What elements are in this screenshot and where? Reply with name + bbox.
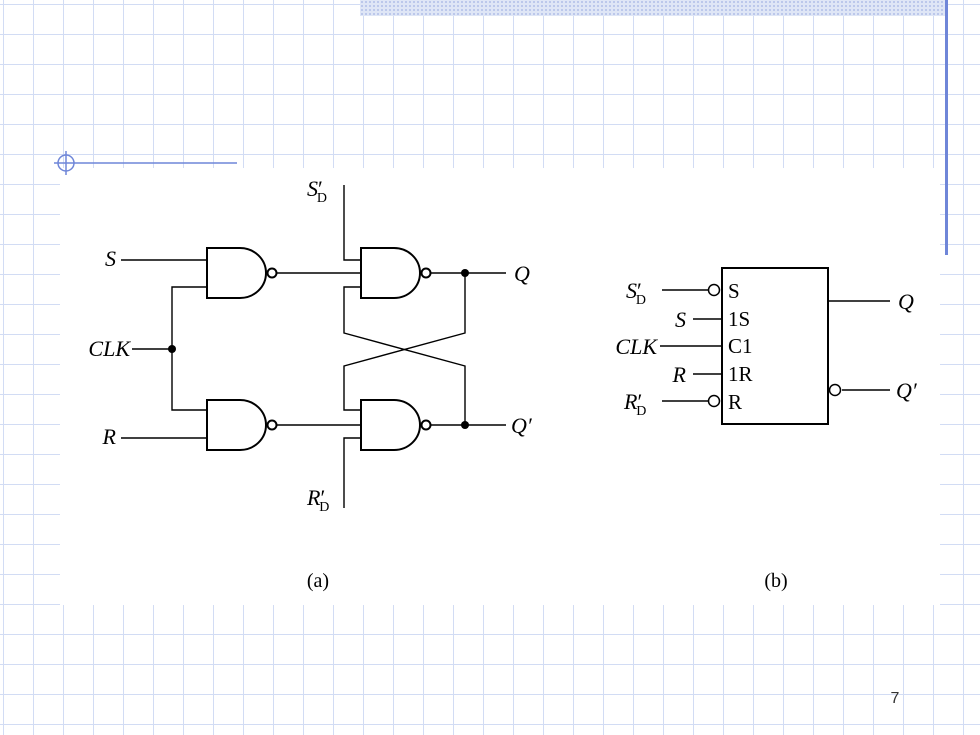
- b-label-s: S: [675, 307, 686, 332]
- label-s: S: [105, 246, 116, 271]
- preset-sub: D: [317, 191, 327, 206]
- nand-gate-g3: [360, 247, 421, 299]
- b-preset-prime: ′: [637, 278, 642, 303]
- b-label-preset: S′D: [626, 278, 646, 308]
- junction-dots: [168, 269, 469, 429]
- wires-a: [121, 185, 506, 508]
- nand-gate-g4: [360, 399, 421, 451]
- caption-a: (a): [307, 570, 329, 592]
- nand-gate-g1: [206, 247, 267, 299]
- preset-prime: ′: [318, 176, 323, 201]
- label-preset: S′D: [307, 176, 327, 206]
- pin-bubbles: [707, 283, 842, 408]
- label-clear: R′D: [306, 485, 329, 515]
- b-clear-prime: ′: [637, 389, 642, 414]
- pin-label-1s: 1S: [728, 307, 750, 331]
- b-label-clk: CLK: [615, 334, 658, 359]
- label-q-bar: Q′: [511, 413, 533, 438]
- b-label-q: Q: [898, 289, 914, 314]
- bullet-marker: [54, 151, 237, 175]
- clear-sub: D: [319, 500, 329, 515]
- pin-label-c1: C1: [728, 334, 753, 358]
- bubble-g4: [420, 419, 432, 431]
- clear-prime: ′: [320, 485, 325, 510]
- title-band: [360, 0, 945, 16]
- b-clear-base: R: [623, 389, 638, 414]
- b-preset-base: S: [626, 278, 637, 303]
- bubble-g2: [266, 419, 278, 431]
- figure-panel: [60, 168, 940, 605]
- b-preset-sub: D: [636, 293, 646, 308]
- nand-gate-g2: [206, 399, 267, 451]
- clear-base: R: [306, 485, 321, 510]
- caption-b: (b): [764, 570, 787, 592]
- preset-base: S: [307, 176, 318, 201]
- label-clk: CLK: [88, 336, 131, 361]
- bubble-g3: [420, 267, 432, 279]
- pin-label-1r: 1R: [728, 362, 753, 386]
- wires-b: [660, 289, 890, 402]
- pin-label-s: S: [728, 279, 740, 303]
- right-rule: [945, 0, 948, 255]
- b-label-q-bar: Q′: [896, 378, 918, 403]
- bubble-g1: [266, 267, 278, 279]
- b-clear-sub: D: [636, 404, 646, 419]
- pin-label-r: R: [728, 390, 742, 414]
- label-q: Q: [514, 261, 530, 286]
- label-r: R: [102, 424, 117, 449]
- b-label-r: R: [672, 362, 687, 387]
- page-number: 7: [890, 690, 900, 707]
- b-label-clear: R′D: [623, 389, 646, 419]
